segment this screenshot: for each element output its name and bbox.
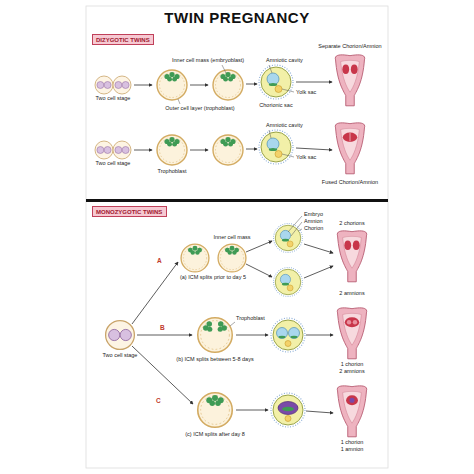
branch-letter: B (160, 325, 165, 332)
leader-line (178, 99, 180, 104)
branch-arrow (137, 335, 192, 336)
stage-arrow (296, 148, 332, 150)
blastocyst (218, 244, 246, 272)
branch-arrow (132, 346, 193, 404)
zygote (95, 76, 113, 94)
uterus (337, 386, 366, 437)
blastocyst (198, 393, 233, 428)
part-label: Chorionic sac (259, 103, 292, 109)
blastocyst (213, 70, 243, 100)
poster-frame (86, 6, 388, 468)
part-label: Outer cell layer (trophoblast) (165, 106, 234, 112)
part-label: 1 amnion (341, 447, 364, 453)
stage-arrow (134, 150, 152, 151)
blastocyst (198, 318, 233, 353)
blastocyst (181, 244, 209, 272)
part-label: Two cell stage (103, 353, 138, 359)
section-divider (86, 199, 388, 202)
uterus (335, 55, 364, 106)
stage-arrow (306, 411, 333, 413)
leader-line (282, 89, 294, 92)
dizygotic-row-1 (95, 55, 365, 106)
part-label: (a) ICM splits prior to day 5 (180, 275, 246, 281)
leader-line (269, 65, 272, 73)
chorionic-sac (259, 130, 293, 164)
uterus (337, 231, 366, 282)
blastocyst (213, 135, 243, 165)
part-label: 2 amnions (339, 369, 364, 375)
stage-arrow (134, 85, 152, 86)
part-label: Two cell stage (96, 161, 131, 167)
leader-line (288, 216, 302, 232)
leader-line (230, 322, 235, 326)
chorionic-sac (271, 393, 305, 427)
leader-line (282, 154, 294, 157)
dizygotic-row-2 (95, 123, 365, 174)
part-label: Amnion (304, 219, 323, 225)
stage-arrow (246, 149, 257, 150)
stage-arrow (246, 241, 272, 252)
stage-arrow (304, 266, 333, 278)
part-label: (b) ICM splits between 5-8 days (176, 357, 253, 363)
zygote (113, 141, 131, 159)
stage-arrow (236, 410, 268, 411)
uterus (337, 308, 366, 359)
uterus (335, 123, 364, 174)
blastocyst (157, 70, 187, 100)
stage-arrow (236, 335, 268, 336)
branch-arrow (132, 262, 178, 324)
part-label: Chorion (304, 226, 323, 232)
stage-arrow (246, 84, 257, 85)
part-label: Trophoblast (236, 316, 265, 322)
stage-arrow (304, 244, 333, 253)
leader-line (222, 65, 226, 73)
branch-letter: C (156, 398, 161, 405)
section-title: MONOZYGOTIC TWINS (96, 209, 163, 215)
part-label: Separate Chorion/Amnion (318, 44, 381, 50)
part-label: Yolk sac (296, 155, 316, 161)
chorionic-sac (259, 65, 293, 99)
part-label: (c) ICM splits after day 8 (185, 432, 245, 438)
zygote (95, 141, 113, 159)
leader-line (291, 222, 302, 236)
chorionic-sac (271, 318, 305, 352)
leader-line (269, 130, 271, 138)
monozygotic-section (106, 216, 367, 437)
part-label: Fused Chorion/Amnion (322, 180, 378, 186)
section-title: DIZYGOTIC TWINS (96, 37, 150, 43)
stage-arrow (296, 82, 332, 83)
leader-line (298, 229, 302, 231)
stage-arrow (190, 150, 208, 151)
chorionic-sac (274, 268, 303, 297)
stage-arrow (246, 264, 272, 277)
poster-title: TWIN PREGNANCY (164, 10, 309, 25)
part-label: 1 chorion (341, 440, 364, 446)
part-label: Amniotic cavity (266, 58, 303, 64)
part-label: Yolk sac (296, 90, 316, 96)
part-label: Amniotic cavity (266, 123, 303, 129)
zygote (106, 321, 135, 350)
part-label: Inner cell mass (embryoblast) (172, 58, 244, 64)
part-label: Trophoblast (158, 169, 187, 175)
part-label: 2 chorions (339, 221, 364, 227)
branch-letter: A (157, 258, 162, 265)
stage-arrow (306, 335, 333, 336)
blastocyst (157, 135, 187, 165)
part-label: 1 chorion (341, 362, 364, 368)
section-heading: DIZYGOTIC TWINS (92, 34, 154, 45)
chorionic-sac (274, 224, 303, 253)
stage-arrow (190, 85, 208, 86)
part-label: Two cell stage (96, 96, 131, 102)
zygote (113, 76, 131, 94)
part-label: 2 amnions (339, 291, 364, 297)
part-label: Embryo (304, 212, 323, 218)
section-heading: MONOZYGOTIC TWINS (92, 206, 167, 217)
part-label: Inner cell mass (214, 235, 251, 241)
